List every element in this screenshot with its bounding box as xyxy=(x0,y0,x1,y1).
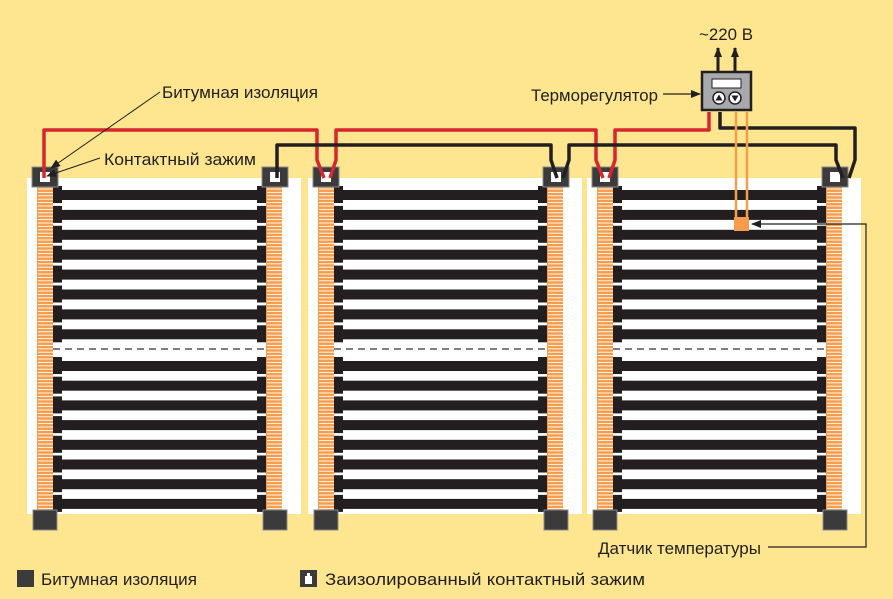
clamp-contact xyxy=(270,172,280,182)
neutral-wire xyxy=(275,112,857,179)
bitumen-insulation-swatch xyxy=(17,570,34,587)
legend: Битумная изоляция Заизолированный контак… xyxy=(17,570,645,589)
heating-strip xyxy=(334,361,547,371)
heating-strip xyxy=(334,190,547,200)
heating-strip xyxy=(53,439,266,450)
heating-strip xyxy=(613,380,826,391)
heating-strip xyxy=(334,309,547,320)
heating-strip xyxy=(53,229,266,240)
heating-strip xyxy=(613,269,826,280)
heating-strip xyxy=(53,289,266,300)
heating-strip xyxy=(334,459,547,470)
bitumen-insulation-left xyxy=(313,509,339,531)
heating-strip xyxy=(53,420,266,431)
heating-strip xyxy=(53,329,266,340)
sensor-wire xyxy=(734,112,749,218)
heating-strip xyxy=(53,459,266,470)
heating-strip xyxy=(53,269,266,280)
heating-strip xyxy=(53,380,266,391)
heating-strip xyxy=(613,309,826,320)
bitumen-insulation-label: Битумная изоляция xyxy=(162,83,318,102)
film-panel-1 xyxy=(27,166,301,531)
heating-strip xyxy=(53,498,266,509)
heating-strip xyxy=(613,459,826,470)
phase-wire xyxy=(42,112,711,179)
heating-strip xyxy=(613,209,826,220)
bitumen-insulation-left xyxy=(592,509,618,531)
heating-strip xyxy=(334,289,547,300)
legend-label-clamp: Заизолированный контактный зажим xyxy=(325,570,645,589)
heating-strip xyxy=(334,229,547,240)
heating-strip xyxy=(334,249,547,260)
heating-strip xyxy=(613,229,826,240)
heating-strip xyxy=(53,190,266,200)
clamp-contact xyxy=(830,172,840,182)
sensor-callout-line xyxy=(751,220,867,548)
heating-strip xyxy=(613,400,826,411)
heating-strip xyxy=(613,498,826,509)
heating-strip xyxy=(334,209,547,220)
clamp-contact xyxy=(600,172,610,182)
heating-strip xyxy=(334,439,547,450)
heating-strip xyxy=(613,249,826,260)
thermostat-display xyxy=(711,78,742,89)
heating-strip xyxy=(334,479,547,490)
film-panel-3 xyxy=(587,166,861,531)
heating-strip xyxy=(53,209,266,220)
heating-strip xyxy=(613,289,826,300)
heating-strip xyxy=(613,329,826,340)
film-panel-2 xyxy=(308,166,582,531)
clamp-contact xyxy=(321,172,331,182)
bitumen-insulation-right xyxy=(543,509,569,531)
bitumen-insulation-right xyxy=(822,509,848,531)
power-label: ~220 В xyxy=(699,25,753,44)
clamp-callout-line xyxy=(46,157,101,177)
heating-strip xyxy=(53,309,266,320)
heating-strip xyxy=(613,420,826,431)
heating-strip xyxy=(613,479,826,490)
film-panels xyxy=(27,166,861,531)
heating-strip xyxy=(53,249,266,260)
heating-strip xyxy=(613,439,826,450)
contact-clamp-label: Контактный зажим xyxy=(104,150,256,169)
heating-strip xyxy=(334,420,547,431)
heating-strip xyxy=(613,190,826,200)
thermostat-label: Терморегулятор xyxy=(531,86,658,105)
legend-label-bitumen: Битумная изоляция xyxy=(41,570,197,589)
heating-strip xyxy=(334,329,547,340)
heating-strip xyxy=(53,361,266,371)
bitumen-insulation-left xyxy=(32,509,58,531)
heating-strip xyxy=(53,400,266,411)
thermostat xyxy=(700,70,753,112)
bitumen-insulation-right xyxy=(262,509,288,531)
wiring xyxy=(42,47,857,218)
temp-sensor-label: Датчик температуры xyxy=(598,539,761,558)
callouts xyxy=(46,90,867,548)
heating-strip xyxy=(53,479,266,490)
bitumen-callout-line xyxy=(50,91,161,169)
heating-strip xyxy=(334,269,547,280)
heating-strip xyxy=(613,361,826,371)
heating-strip xyxy=(334,380,547,391)
heating-strip xyxy=(334,498,547,509)
temperature-sensor xyxy=(734,217,749,231)
heating-strip xyxy=(334,400,547,411)
